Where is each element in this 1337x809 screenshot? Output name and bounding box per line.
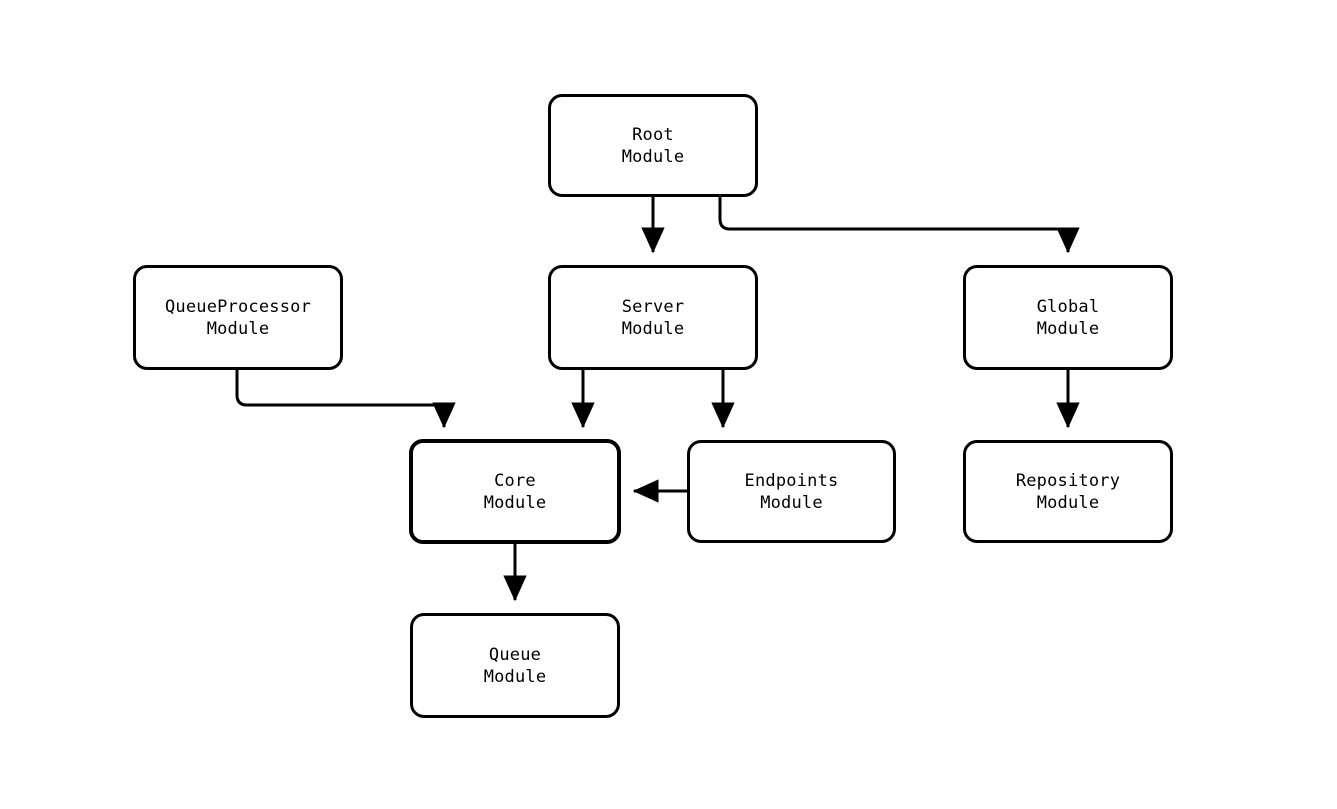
node-label-line1: QueueProcessor [164, 296, 312, 317]
node-label-line2: Module [483, 666, 547, 687]
node-label-line1: Endpoints [744, 470, 839, 491]
node-label-line1: Root [632, 124, 674, 145]
node-label-line1: Queue [488, 644, 542, 665]
node-label-line2: Module [621, 146, 685, 167]
node-label-line2: Module [760, 492, 823, 513]
node-label-line1: Repository [1015, 470, 1121, 491]
edge-queueprocessor-core [235, 370, 456, 429]
edge-root-global [718, 197, 1080, 254]
node-label-line1: Core [494, 470, 536, 491]
node-label-line2: Module [206, 318, 270, 339]
node-label-line2: Module [483, 492, 547, 513]
node-label-line2: Module [1036, 492, 1100, 513]
node-label-line1: Global [1036, 296, 1100, 317]
node-label-line2: Module [1036, 318, 1100, 339]
node-label-line1: Server [621, 296, 685, 317]
node-label-line2: Module [621, 318, 685, 339]
